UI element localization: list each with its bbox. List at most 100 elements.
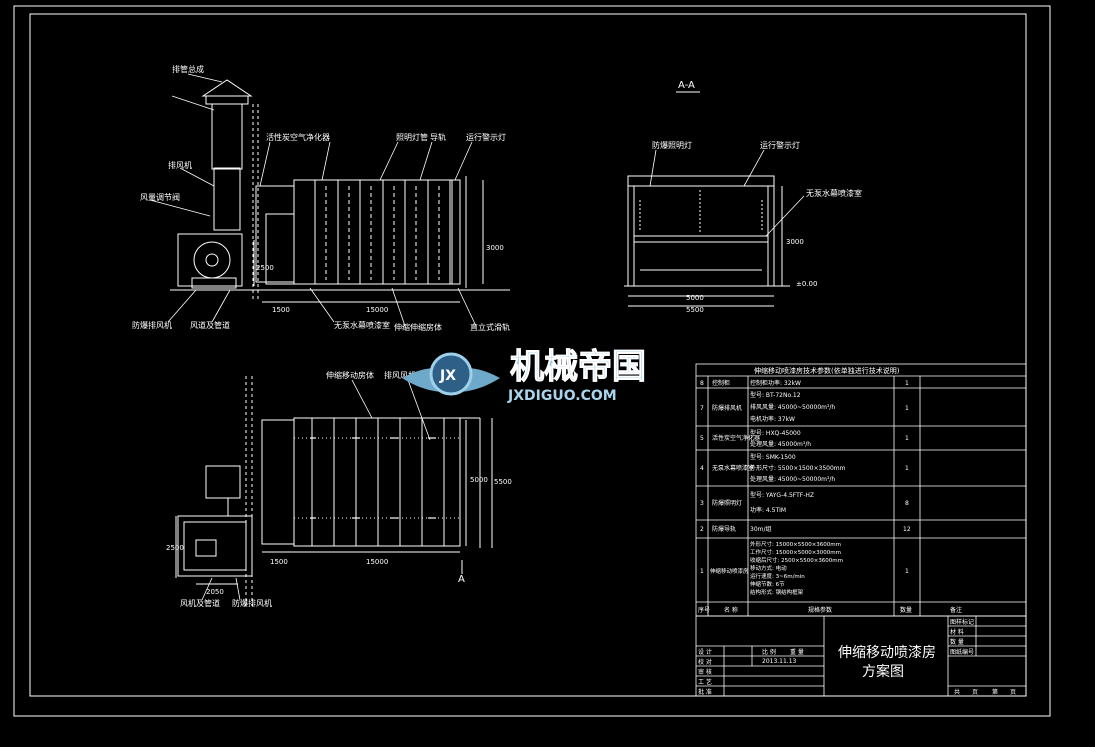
row-no: 2 (700, 526, 704, 533)
title-block (695, 615, 1027, 697)
row-spec: 收缩后尺寸: 2500×5500×3600mm (750, 556, 843, 564)
plan-view (175, 376, 493, 606)
callout-text: 伸缩伸缩房体 (394, 322, 442, 332)
side-callout-leaders (149, 73, 477, 327)
callout-text: 无泵水幕喷漆室 (334, 320, 390, 330)
plan-labels: 伸缩移动房体 排风风机 风机及管道 防爆排风机 A 1500 15000 500… (166, 370, 512, 608)
callout-text: 风量调节阀 (140, 193, 180, 202)
side-dimension-labels: 1500 15000 3000 2500 (256, 244, 504, 314)
callout-text: 防爆照明灯 (652, 140, 692, 150)
row-name: 伸缩移动喷漆房 (710, 567, 749, 575)
section-title: A-A (678, 80, 695, 91)
dim-text: 3000 (786, 238, 804, 246)
row-name: 控制柜 (712, 379, 730, 387)
row-spec: 移动方式: 电动 (750, 564, 787, 572)
callout-text: 排管总成 (172, 64, 204, 74)
booth-section-ribs (314, 180, 451, 284)
row-spec: 型号: BT-72No.12 (750, 391, 801, 399)
watermark-badge: JX (439, 368, 456, 384)
dim-text: 1500 (272, 306, 290, 314)
dim-text: 2500 (256, 264, 274, 272)
tb-label: 设 计 (698, 648, 712, 656)
section-labels: 防爆照明灯 运行警示灯 无泵水幕喷漆室 5000 5500 3000 ±0.00 (652, 140, 862, 314)
dim-text: 5500 (686, 306, 704, 314)
row-spec: 运行速度: 3~6m/min (750, 572, 805, 580)
tb-bottom-label: 页 (972, 689, 978, 696)
tb-bottom-label: 共 (954, 688, 960, 696)
row-spec: 控制柜功率: 32kW (750, 379, 801, 387)
row-spec: 型号: SMK-1500 (750, 453, 796, 461)
callout-text: 排风风机 (384, 370, 416, 380)
callout-text: 照明灯管 (396, 132, 428, 142)
callout-text: 风道及管道 (190, 320, 230, 330)
callout-text: 运行警示灯 (466, 132, 506, 142)
side-elevation-view (170, 79, 510, 303)
tb-label: 批 准 (698, 688, 712, 696)
row-no: 4 (700, 465, 704, 472)
tb-right-label: 图纸编号 (950, 648, 974, 656)
dim-text: 5000 (470, 476, 488, 484)
row-qty: 12 (903, 526, 911, 533)
callout-text: 运行警示灯 (760, 140, 800, 150)
parameter-table (695, 363, 1027, 617)
watermark-logo: JX 机械帝国 JXDIGUO.COM (402, 347, 647, 404)
row-no: 5 (700, 435, 704, 442)
row-name: 防爆导轨 (712, 525, 736, 533)
row-spec: 30m/组 (750, 525, 772, 533)
callout-text: 防爆排风机 (132, 320, 172, 330)
row-qty: 1 (905, 568, 909, 575)
row-spec: 型号: YAYG-4.5FTF-HZ (750, 491, 814, 499)
row-spec: 外形尺寸: 15000×5500×3600mm (750, 540, 841, 548)
inner-frame (29, 13, 1027, 697)
tb-date: 2013.11.13 (762, 658, 797, 665)
section-aa-view (624, 175, 790, 307)
dim-text: 2050 (206, 588, 224, 596)
row-spec: 结构形式: 钢结构框架 (750, 588, 804, 596)
row-qty: 1 (905, 380, 909, 387)
watermark-en: JXDIGUO.COM (507, 388, 617, 404)
row-qty: 1 (905, 405, 909, 412)
header-cell: 名 称 (724, 606, 738, 614)
row-spec: 处理风量: 45000~50000m³/h (750, 475, 835, 483)
callout-text: 无泵水幕喷漆室 (806, 188, 862, 198)
table-header-row: 序号 名 称 规格参数 数量 备注 (698, 606, 962, 614)
row-no: 7 (700, 405, 704, 412)
callout-text: 伸缩移动房体 (326, 370, 374, 380)
section-marker: A (458, 574, 465, 585)
watermark-cn: 机械帝国 (510, 347, 646, 387)
plan-ribs (311, 418, 445, 546)
dim-text: ±0.00 (796, 280, 817, 288)
row-spec: 外形尺寸: 5500×1500×3500mm (750, 464, 846, 472)
header-cell: 规格参数 (808, 606, 832, 614)
callout-text: 直立式滑轨 (470, 322, 510, 332)
plan-rib-markers (310, 437, 436, 519)
tb-right-label: 数 量 (950, 638, 964, 646)
plan-callout-leaders (201, 379, 431, 601)
row-spec: 功率: 4.5TIM (750, 506, 786, 514)
row-name: 无泵水幕喷漆室 (712, 464, 754, 472)
header-cell: 序号 (698, 606, 710, 614)
side-callout-labels: 排管总成 活性炭空气净化器 照明灯管 导轨 运行警示灯 排风机 风量调节阀 防爆… (132, 64, 510, 332)
dim-text: 5000 (686, 294, 704, 302)
row-qty: 8 (905, 500, 909, 507)
table-title: 伸缩移动喷漆房技术参数(依单独进行技术说明) (754, 366, 900, 375)
tb-mid-label: 比 例 (762, 648, 776, 656)
callout-text: 排风机 (168, 160, 192, 170)
title-block-text: 伸缩移动喷漆房 方案图 设 计 校 对 审 核 工 艺 批 准 比 例 重 量 … (698, 618, 1016, 696)
drawing-subtitle: 方案图 (862, 663, 904, 680)
row-spec: 处理风量: 45000m³/h (750, 440, 811, 448)
row-no: 1 (700, 568, 704, 575)
header-cell: 备注 (950, 606, 962, 614)
callout-text: 导轨 (430, 132, 446, 142)
callout-text: 风机及管道 (180, 598, 220, 608)
row-name: 防爆排风机 (712, 404, 742, 412)
row-name: 活性炭空气净化器 (712, 434, 760, 442)
dim-text: 5500 (494, 478, 512, 486)
tb-right-label: 图样标记 (950, 618, 974, 626)
callout-text: 防爆排风机 (232, 598, 272, 608)
tb-bottom-label: 页 (1010, 689, 1016, 696)
drawing-title: 伸缩移动喷漆房 (838, 645, 936, 661)
outer-frame (13, 5, 1051, 717)
watermark-gear-icon (429, 352, 473, 396)
row-spec: 型号: HXQ-45000 (750, 429, 801, 437)
